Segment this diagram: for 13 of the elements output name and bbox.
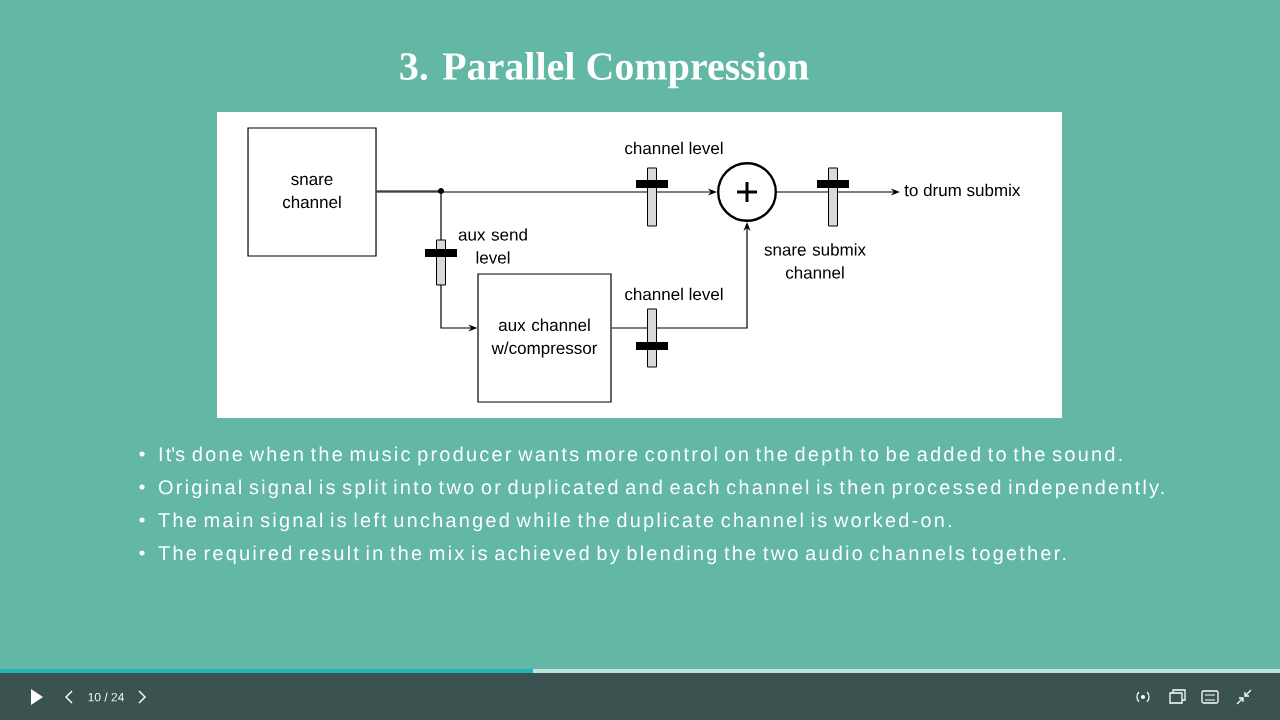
block-box: snare channel [247,127,377,257]
output-label: to drum submix [904,183,1021,197]
label: Original signal is split into two or duplicated and each channel is then processed independently. [158,479,1164,499]
page-counter: 10 / 24 [88,692,124,702]
label: The required result in the mix is achieved by blending the two audio channels together. [158,545,1066,565]
summing-circle [717,162,777,222]
block-box: aux channel w/compressor [477,273,612,403]
annotation-label: snare submix channel [764,243,866,279]
annotation-label: aux send level [458,228,527,264]
label: The main signal is left unchanged while the duplicate channel is worked-on. [158,512,951,532]
label: It's done when the music producer wants more control on the depth to be added to the sound. [159,446,1122,466]
slide-title: 3. Parallel Compression [400,51,809,89]
annotation-label: channel level [625,141,723,155]
